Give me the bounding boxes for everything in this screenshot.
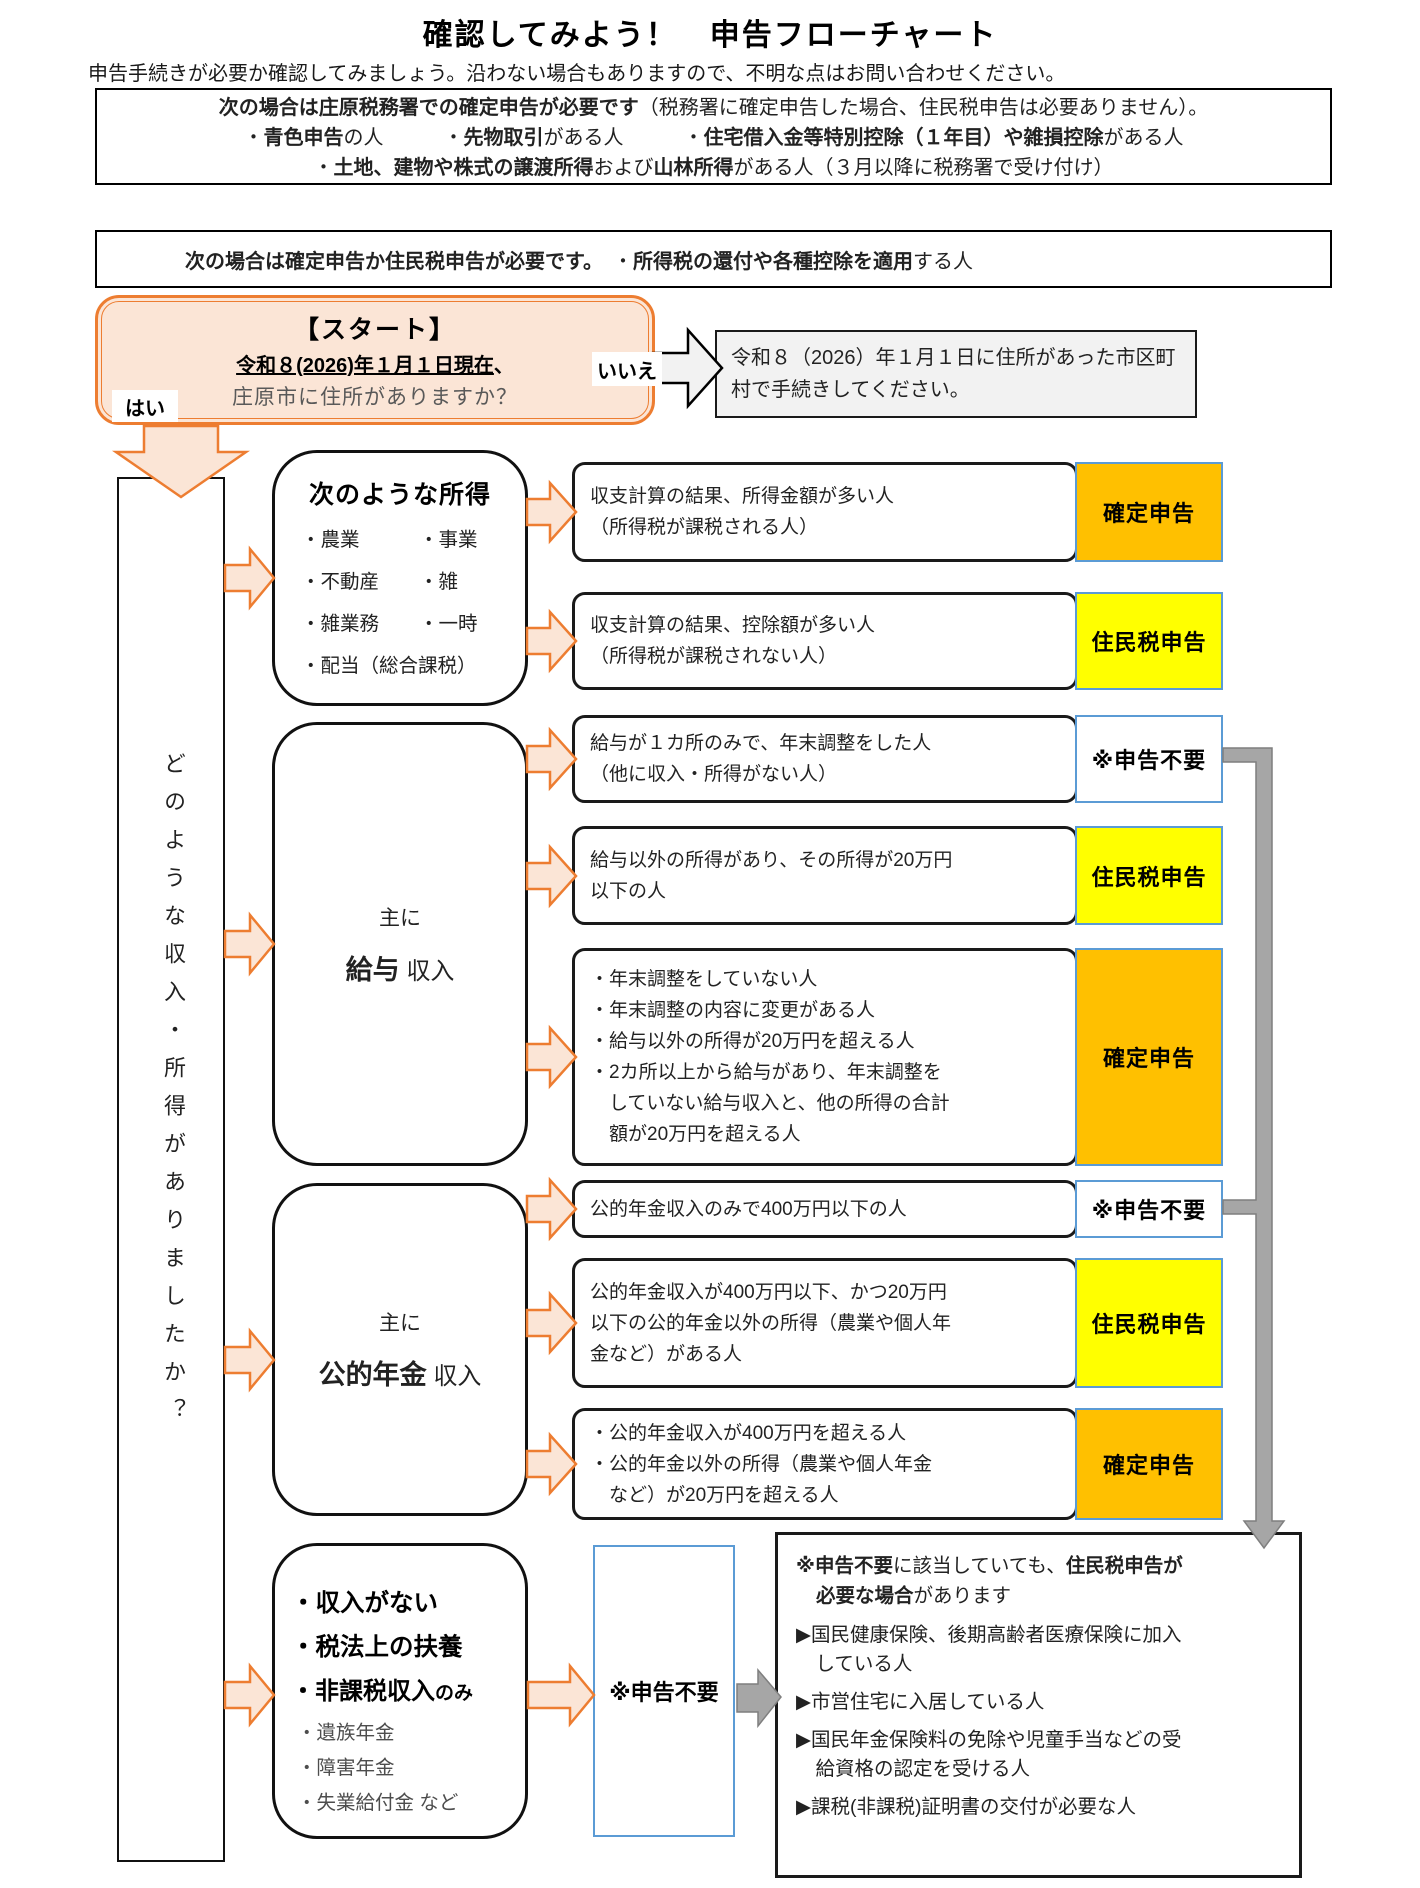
outcome-arrow-8 bbox=[525, 1431, 578, 1497]
tax-office-notice-line2: ・青色申告の人 ・先物取引がある人 ・住宅借入金等特別控除（１年目）や雑損控除が… bbox=[243, 127, 1184, 149]
category-box-salary: 主に 給与 収入 bbox=[272, 722, 528, 1166]
outcome-text: 公的年金収入のみで400万円以下の人 bbox=[590, 1198, 907, 1220]
tax-office-notice-box: 次の場合は庄原税務署での確定申告が必要です（税務署に確定申告した場合、住民税申告… bbox=[95, 88, 1332, 185]
outcome-badge: 確定申告 bbox=[1075, 462, 1223, 562]
outcome-arrow-1 bbox=[525, 479, 578, 545]
outcome-text: ・年末調整をしていない人・年末調整の内容に変更がある人・給与以外の所得が20万円… bbox=[590, 969, 950, 1145]
start-box-inner: 【スタート】 令和８(2026)年１月１日現在、 庄原市に住所がありますか？ bbox=[101, 301, 649, 419]
income-item: ・雑業務 bbox=[301, 613, 380, 635]
note-item: ▶国民年金保険料の免除や児童手当などの受 給資格の認定を受ける人 bbox=[796, 1729, 1182, 1780]
outcome-arrow-2 bbox=[525, 608, 578, 674]
salary-line2: 給与 収入 bbox=[345, 954, 455, 985]
no-income-item: ・非課税収入のみ bbox=[291, 1678, 474, 1705]
no-income-subitem: ・障害年金 bbox=[297, 1757, 395, 1779]
start-date-line: 令和８(2026)年１月１日現在、 bbox=[236, 354, 514, 377]
income-item: ・不動産 bbox=[301, 571, 380, 593]
salary-line1: 主に bbox=[379, 906, 421, 930]
pension-line1: 主に bbox=[379, 1312, 421, 1335]
outcome-badge: 確定申告 bbox=[1075, 948, 1223, 1166]
start-question: 庄原市に住所がありますか？ bbox=[232, 385, 518, 409]
outcome-badge: ※申告不要 bbox=[1075, 715, 1223, 803]
outcome-badge: 住民税申告 bbox=[1075, 1258, 1223, 1388]
category-income-items: ・農業 ・事業 ・不動産 ・雑 ・雑業務 ・一時 ・配当（総合課税） bbox=[301, 523, 525, 678]
outcome-text: ・公的年金収入が400万円を超える人・公的年金以外の所得（農業や個人年金 など）… bbox=[590, 1422, 933, 1506]
no-income-subitem: ・失業給付金 など bbox=[297, 1792, 459, 1814]
outcome-text: 給与以外の所得があり、その所得が20万円以下の人 bbox=[590, 849, 953, 902]
page-title: 確認してみよう！ 申告フローチャート bbox=[422, 19, 998, 52]
either-filing-notice-text: 次の場合は確定申告か住民税申告が必要です。 ・所得税の還付や各種控除を適用する人 bbox=[185, 250, 973, 273]
category-box-pension: 主に 公的年金 収入 bbox=[272, 1183, 528, 1516]
vertical-question-text: どのような収入・所得がありましたか？ bbox=[161, 752, 186, 1436]
outcome-row: 公的年金収入が400万円以下、かつ20万円以下の公的年金以外の所得（農業や個人年… bbox=[572, 1258, 1078, 1388]
no-label: いいえ bbox=[592, 352, 662, 386]
no-income-item: ・税法上の扶養 bbox=[291, 1634, 463, 1661]
no-filing-box: ※申告不要 bbox=[593, 1545, 735, 1837]
category-arrow-salary bbox=[223, 911, 276, 977]
outcome-badge: ※申告不要 bbox=[1075, 1180, 1223, 1238]
gray-connector-arrow bbox=[1222, 747, 1286, 1550]
category-box-no-income: ・収入がない ・税法上の扶養 ・非課税収入のみ ・遺族年金 ・障害年金 ・失業給… bbox=[272, 1543, 528, 1839]
note-item: ▶市営住宅に入居している人 bbox=[796, 1691, 1045, 1713]
category-arrow-pension bbox=[223, 1327, 276, 1393]
outcome-row: 収支計算の結果、控除額が多い人（所得税が課税されない人） bbox=[572, 592, 1078, 690]
tax-office-notice-line1: 次の場合は庄原税務署での確定申告が必要です（税務署に確定申告した場合、住民税申告… bbox=[218, 97, 1209, 119]
category-box-income-types: 次のような所得 ・農業 ・事業 ・不動産 ・雑 ・雑業務 ・一時 ・配当（総合課税） bbox=[272, 450, 528, 706]
outcome-row: 収支計算の結果、所得金額が多い人（所得税が課税される人） bbox=[572, 462, 1078, 562]
yes-label: はい bbox=[112, 390, 178, 422]
category-income-title: 次のような所得 bbox=[308, 481, 491, 509]
income-item: ・事業 bbox=[419, 529, 478, 551]
note-heading-line1: ※申告不要に該当していても、住民税申告が bbox=[796, 1555, 1183, 1577]
category-arrow-no-income bbox=[223, 1662, 276, 1728]
outcome-arrow-6 bbox=[525, 1176, 578, 1242]
page-subtitle: 申告手続きが必要か確認してみましょう。沿わない場合もありますので、不明な点はお問… bbox=[88, 63, 1066, 85]
outcome-row: ・年末調整をしていない人・年末調整の内容に変更がある人・給与以外の所得が20万円… bbox=[572, 948, 1078, 1166]
outcome-arrow-7 bbox=[525, 1290, 578, 1356]
outcome-arrow-3 bbox=[525, 726, 578, 792]
outcome-row: ・公的年金収入が400万円を超える人・公的年金以外の所得（農業や個人年金 など）… bbox=[572, 1408, 1078, 1520]
income-item: ・一時 bbox=[419, 613, 478, 635]
tax-office-notice-line3: ・土地、建物や株式の譲渡所得および山林所得がある人（３月以降に税務署で受け付け） bbox=[313, 157, 1114, 179]
income-item: ・配当（総合課税） bbox=[301, 655, 477, 677]
note-heading-line2: 必要な場合があります bbox=[816, 1585, 1012, 1607]
no-right-arrow bbox=[651, 326, 724, 410]
note-item: ▶国民健康保険、後期高齢者医療保険に加入 している人 bbox=[796, 1624, 1182, 1675]
outcome-arrow-5 bbox=[525, 1024, 578, 1090]
note-item: ▶課税(非課税)証明書の交付が必要な人 bbox=[796, 1796, 1136, 1818]
outcome-text: 収支計算の結果、控除額が多い人（所得税が課税されない人） bbox=[590, 615, 876, 667]
start-box: 【スタート】 令和８(2026)年１月１日現在、 庄原市に住所がありますか？ bbox=[95, 295, 655, 425]
no-filing-arrow bbox=[526, 1662, 596, 1728]
start-heading: 【スタート】 bbox=[293, 315, 456, 344]
outcome-arrow-4 bbox=[525, 843, 578, 909]
outcome-badge: 住民税申告 bbox=[1075, 592, 1223, 690]
pension-line2: 公的年金 収入 bbox=[318, 1360, 482, 1390]
question-rail bbox=[117, 477, 225, 1862]
outcome-badge: 確定申告 bbox=[1075, 1408, 1223, 1520]
category-arrow-income bbox=[223, 545, 276, 611]
outcome-badge: 住民税申告 bbox=[1075, 826, 1223, 925]
outcome-row: 給与以外の所得があり、その所得が20万円以下の人 bbox=[572, 826, 1078, 925]
outcome-text: 給与が１カ所のみで、年末調整をした人（他に収入・所得がない人） bbox=[590, 733, 932, 785]
no-income-subitem: ・遺族年金 bbox=[297, 1722, 395, 1744]
residents-tax-note-box: ※申告不要に該当していても、住民税申告が 必要な場合があります ▶国民健康保険、… bbox=[775, 1532, 1302, 1878]
outcome-row: 公的年金収入のみで400万円以下の人 bbox=[572, 1180, 1078, 1238]
moved-city-box: 令和８（2026）年１月１日に住所があった市区町村で手続きしてください。 bbox=[715, 330, 1197, 418]
income-item: ・雑 bbox=[419, 571, 459, 593]
outcome-row: 給与が１カ所のみで、年末調整をした人（他に収入・所得がない人） bbox=[572, 715, 1078, 803]
no-income-item: ・収入がない bbox=[291, 1590, 438, 1617]
outcome-text: 収支計算の結果、所得金額が多い人（所得税が課税される人） bbox=[590, 486, 895, 538]
outcome-text: 公的年金収入が400万円以下、かつ20万円以下の公的年金以外の所得（農業や個人年… bbox=[590, 1281, 952, 1365]
note-heading: ※申告不要に該当していても、住民税申告が 必要な場合があります bbox=[796, 1551, 1283, 1611]
income-item: ・農業 bbox=[301, 529, 360, 551]
either-filing-notice-box: 次の場合は確定申告か住民税申告が必要です。 ・所得税の還付や各種控除を適用する人 bbox=[95, 230, 1332, 288]
